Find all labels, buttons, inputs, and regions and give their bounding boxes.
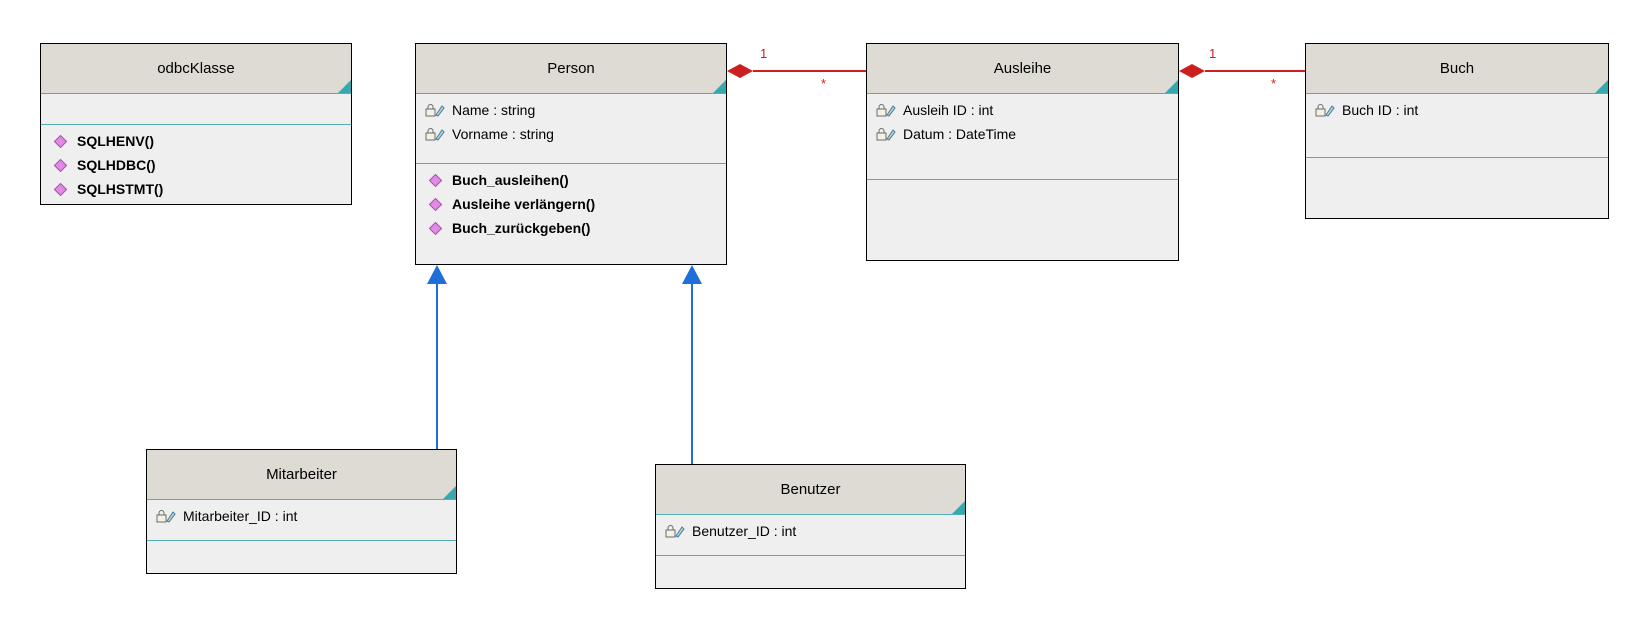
attribute-label: Benutzer_ID : int <box>692 523 797 539</box>
class-name: Benutzer <box>780 481 841 498</box>
attribute-label: Name : string <box>452 102 536 118</box>
method-label: Buch_ausleihen() <box>452 172 569 188</box>
generalization-arrow-icon <box>682 265 702 284</box>
attribute-field-icon <box>662 524 688 538</box>
collapse-corner-icon[interactable] <box>1165 80 1178 93</box>
class-name: Person <box>547 60 595 77</box>
methods-compartment <box>147 540 456 545</box>
method-diamond-icon <box>47 158 73 172</box>
attribute-label: Vorname : string <box>452 126 554 142</box>
methods-compartment <box>1306 157 1608 162</box>
class-header: Buch <box>1306 44 1608 93</box>
attribute-item[interactable]: Vorname : string <box>416 122 726 146</box>
class-buch[interactable]: Buch Buch ID : int <box>1305 43 1609 219</box>
attribute-field-icon <box>1312 103 1338 117</box>
method-label: Ausleihe verlängern() <box>452 196 596 212</box>
class-person[interactable]: Person Name : string Vorname : string Bu… <box>415 43 727 265</box>
method-item[interactable]: Ausleihe verlängern() <box>416 192 726 216</box>
class-header: Ausleihe <box>867 44 1178 93</box>
generalization-arrow-icon <box>427 265 447 284</box>
collapse-corner-icon[interactable] <box>338 80 351 93</box>
attribute-label: Ausleih ID : int <box>903 102 994 118</box>
attribute-item[interactable]: Buch ID : int <box>1306 98 1608 122</box>
attribute-item[interactable]: Mitarbeiter_ID : int <box>147 504 456 528</box>
class-header: odbcKlasse <box>41 44 351 93</box>
methods-compartment <box>656 555 965 560</box>
attributes-compartment: Ausleih ID : int Datum : DateTime <box>867 93 1178 179</box>
method-label: SQLHDBC() <box>77 157 156 173</box>
attribute-label: Mitarbeiter_ID : int <box>183 508 298 524</box>
method-item[interactable]: Buch_ausleihen() <box>416 168 726 192</box>
attribute-label: Buch ID : int <box>1342 102 1419 118</box>
method-item[interactable]: SQLHSTMT() <box>41 177 351 201</box>
attribute-item[interactable]: Benutzer_ID : int <box>656 519 965 543</box>
methods-compartment: SQLHENV() SQLHDBC() SQLHSTMT() <box>41 124 351 201</box>
multiplicity-label: * <box>821 76 827 91</box>
attribute-field-icon <box>422 127 448 141</box>
attribute-item[interactable]: Name : string <box>416 98 726 122</box>
composition-person-ausleihe[interactable] <box>727 64 866 78</box>
class-name: odbcKlasse <box>157 60 235 77</box>
method-diamond-icon <box>422 221 448 235</box>
methods-compartment: Buch_ausleihen() Ausleihe verlängern() B… <box>416 163 726 240</box>
multiplicity-label: 1 <box>1209 46 1217 61</box>
collapse-corner-icon[interactable] <box>713 80 726 93</box>
class-mitarbeiter[interactable]: Mitarbeiter Mitarbeiter_ID : int <box>146 449 457 574</box>
method-label: Buch_zurückgeben() <box>452 220 591 236</box>
attributes-compartment <box>41 93 351 124</box>
attributes-compartment: Name : string Vorname : string <box>416 93 726 163</box>
method-label: SQLHSTMT() <box>77 181 164 197</box>
composition-diamond-icon <box>1179 64 1205 78</box>
attribute-item[interactable]: Ausleih ID : int <box>867 98 1178 122</box>
class-ausleihe[interactable]: Ausleihe Ausleih ID : int Datum : DateTi… <box>866 43 1179 261</box>
method-item[interactable]: SQLHENV() <box>41 129 351 153</box>
methods-compartment <box>867 179 1178 184</box>
class-name: Buch <box>1439 60 1475 77</box>
method-diamond-icon <box>422 197 448 211</box>
method-diamond-icon <box>47 182 73 196</box>
class-name: Ausleihe <box>993 60 1052 77</box>
attribute-field-icon <box>873 103 899 117</box>
class-header: Benutzer <box>656 465 965 514</box>
composition-diamond-icon <box>727 64 753 78</box>
multiplicity-label: * <box>1271 76 1277 91</box>
method-label: SQLHENV() <box>77 133 154 149</box>
method-diamond-icon <box>422 173 448 187</box>
attribute-item[interactable]: Datum : DateTime <box>867 122 1178 146</box>
generalization-mitarbeiter-person[interactable] <box>427 265 447 449</box>
class-odbcklasse[interactable]: odbcKlasse SQLHENV() SQLHDBC() SQLHSTMT(… <box>40 43 352 205</box>
attribute-field-icon <box>873 127 899 141</box>
attribute-field-icon <box>422 103 448 117</box>
collapse-corner-icon[interactable] <box>1595 80 1608 93</box>
class-name: Mitarbeiter <box>266 466 337 483</box>
attributes-compartment: Mitarbeiter_ID : int <box>147 499 456 540</box>
collapse-corner-icon[interactable] <box>952 501 965 514</box>
generalization-benutzer-person[interactable] <box>682 265 702 464</box>
attributes-compartment: Buch ID : int <box>1306 93 1608 157</box>
class-header: Mitarbeiter <box>147 450 456 499</box>
collapse-corner-icon[interactable] <box>443 486 456 499</box>
class-benutzer[interactable]: Benutzer Benutzer_ID : int <box>655 464 966 589</box>
attributes-compartment: Benutzer_ID : int <box>656 514 965 555</box>
class-header: Person <box>416 44 726 93</box>
method-item[interactable]: Buch_zurückgeben() <box>416 216 726 240</box>
attribute-field-icon <box>153 509 179 523</box>
multiplicity-label: 1 <box>760 46 768 61</box>
attribute-label: Datum : DateTime <box>903 126 1017 142</box>
method-diamond-icon <box>47 134 73 148</box>
method-item[interactable]: SQLHDBC() <box>41 153 351 177</box>
composition-ausleihe-buch[interactable] <box>1179 64 1305 78</box>
